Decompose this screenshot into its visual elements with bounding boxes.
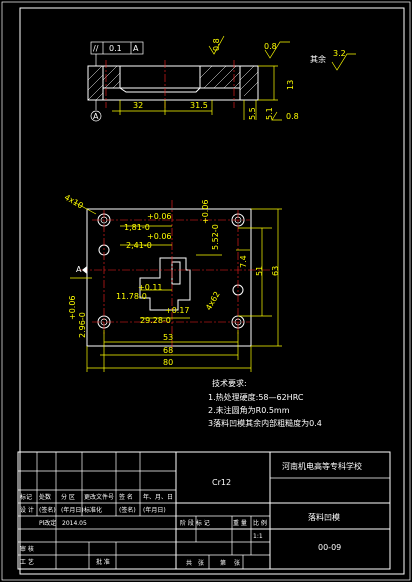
tech-item-2: 2.未注圆角为R0.5mm [208,405,290,415]
dim-d13: 4x62 [204,290,222,312]
tolerance-symbol: // [93,44,99,53]
material: Cr12 [212,478,231,487]
tech-requirements: 技术要求: 1.热处理硬度:58—62HRC 2.未注圆角为R0.5mm 3落料… [208,378,322,428]
roughness-3: 0.8 [286,112,299,121]
label-review: 审 核 [20,545,34,553]
dim-d7: +0.11 [138,283,163,292]
design-sign: (签名) [39,506,56,514]
label-design: 设 计 [20,506,34,514]
chamfer-note: 4x10 [63,193,85,211]
dim-d12: 2.96-0 [78,312,87,338]
dim-63: 63 [271,266,280,276]
label-std: 标准化 [84,506,102,514]
dim-d4: 2,41-0 [126,241,152,250]
sheet-unit-1: 张 [198,559,204,567]
plan-view: 4x10 +0.06 1,81-0 +0.06 2,41-0 +0.06 5.5… [63,193,282,372]
std-sign: (签名) [119,506,136,514]
dim-d14: 7.4 [239,255,248,268]
tolerance-value: 0.1 [109,44,122,53]
hatch-left [87,65,121,101]
dim-d9: +0.17 [165,306,190,315]
dim-5-1: 5.1 [265,107,274,120]
stage-label: 阶 段 标 记 [180,519,210,527]
label-mark: 标记 [20,493,32,501]
dim-80: 80 [163,358,173,367]
tolerance-datum: A [133,44,139,53]
scale-value: 1:1 [253,533,263,540]
design-date: 2014.05 [62,520,87,527]
roughness-1: 0.8 [212,38,221,51]
tolerance-frame [90,41,144,55]
label-process: 工 艺 [20,558,34,566]
dim-13: 13 [286,80,295,90]
dim-d3: +0.06 [147,232,172,241]
tech-item-3: 3落料凹模其余内部粗糙度为0.4 [208,418,322,428]
dim-32: 32 [133,101,143,110]
dim-68: 68 [163,346,173,355]
sheet-total: 共 [186,559,192,567]
roughness-note: 其余 [310,54,326,64]
dim-d2: 1,81-0 [124,223,150,232]
drawing-number: 00-09 [318,543,341,552]
label-count: 处数 [39,493,51,501]
roughness-2: 0.8 [264,42,277,51]
label-change-doc: 更改文件号 [84,493,114,501]
datum-a-plan: A [76,265,82,274]
dim-d5: +0.06 [201,199,210,224]
dim-d6: 5.52-0 [211,224,220,250]
ratio-label: 比 例 [253,519,267,527]
label-zone: 分 区 [61,493,75,501]
dim-d8: 11.78-0 [116,292,147,301]
sheet-unit-2: 张 [234,559,240,567]
dim-d11: +0.06 [68,295,77,320]
dim-d10: 29.28-0 [140,316,171,325]
dim-5-5: 5.5 [248,107,257,120]
datum-a-top: A [93,112,99,121]
plate-outline [86,208,252,347]
weight-label: 重 量 [233,519,247,527]
dim-d1: +0.06 [147,212,172,221]
roughness-value: 3.2 [333,49,346,58]
section-outline [87,65,259,101]
designer: Pl改定 [39,519,56,527]
label-signature: 签 名 [119,493,133,501]
label-approve: 批 准 [96,558,110,566]
top-view: // 0.1 A [87,35,356,122]
dim-31-5: 31.5 [190,101,208,110]
hatch-right [199,65,259,97]
inner-frame [19,7,405,575]
dim-53: 53 [163,333,173,342]
label-date: 年、月、日 [143,493,173,501]
title-block: Cr12 河南机电高等专科学校 落料凹模 00-09 1:1 标记 处数 分 区… [17,451,391,570]
dim-51: 51 [255,266,264,276]
sheet-current: 第 [220,559,226,567]
tech-item-1: 1.热处理硬度:58—62HRC [208,392,304,402]
datum-circle [90,110,102,122]
design-date-label: (年月日) [61,506,84,514]
std-date: (年月日) [143,506,166,514]
tech-title: 技术要求: [212,378,247,388]
school-name: 河南机电高等专科学校 [282,461,362,471]
part-name: 落料凹模 [308,512,340,522]
